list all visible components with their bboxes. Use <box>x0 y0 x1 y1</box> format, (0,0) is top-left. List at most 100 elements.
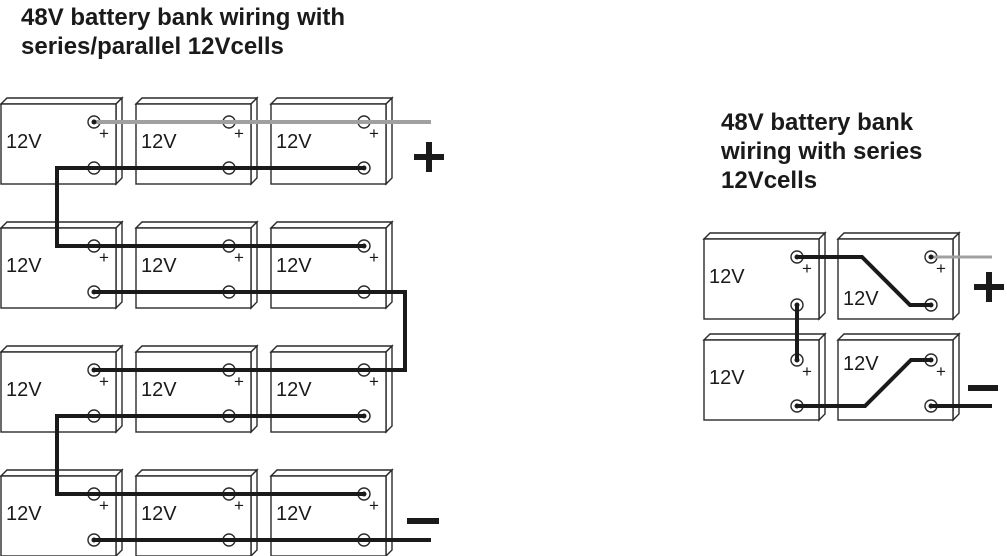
battery-top-face <box>836 232 961 240</box>
wire-junction <box>928 254 934 260</box>
positive-terminal-mark: + <box>802 259 812 278</box>
wire-junction <box>91 119 97 125</box>
polarity-markers <box>407 142 1004 524</box>
wire-junction <box>361 165 367 171</box>
positive-terminal-mark: + <box>936 259 946 278</box>
battery-top-face <box>134 221 259 229</box>
battery-top-face <box>702 333 827 341</box>
battery-voltage-label: 12V <box>6 131 42 153</box>
battery-top-face <box>269 221 394 229</box>
battery-top-face <box>134 469 259 477</box>
battery-side-face <box>115 344 123 434</box>
battery: 12V + <box>0 344 124 434</box>
positive-terminal-mark: + <box>369 372 379 391</box>
series-link-row1-row2 <box>55 166 364 248</box>
left-bank-batteries: 12V +12V +12V +12V +12V +12V +12V +12V +12V +12V +… <box>0 96 394 556</box>
positive-output-symbol-left <box>414 142 444 172</box>
wire-junction <box>794 302 800 308</box>
battery-top-face <box>269 97 394 105</box>
series-link-A-B <box>797 255 931 307</box>
wire-junction <box>928 302 934 308</box>
battery-top-face <box>134 97 259 105</box>
battery-voltage-label: 12V <box>276 131 312 153</box>
battery-side-face <box>952 231 960 321</box>
wire-junction <box>794 254 800 260</box>
battery-voltage-label: 12V <box>141 379 177 401</box>
battery: 12V + <box>0 468 124 556</box>
wire-junction <box>928 357 934 363</box>
battery: 12V + <box>269 468 394 556</box>
battery: 12V + <box>269 96 394 186</box>
battery-top-face <box>836 333 961 341</box>
plus-vertical-bar <box>426 142 432 172</box>
battery-side-face <box>115 220 123 310</box>
positive-output-symbol-right <box>974 272 1004 302</box>
battery-voltage-label: 12V <box>6 379 42 401</box>
wire-junction <box>794 357 800 363</box>
positive-terminal-mark: + <box>369 248 379 267</box>
battery-voltage-label: 12V <box>276 255 312 277</box>
battery-voltage-label: 12V <box>141 255 177 277</box>
battery: 12V + <box>0 96 124 186</box>
positive-terminal-mark: + <box>234 248 244 267</box>
battery-side-face <box>385 220 393 310</box>
battery-top-face <box>269 469 394 477</box>
battery: 12V + <box>269 344 394 434</box>
battery-voltage-label: 12V <box>276 379 312 401</box>
battery: 12V + <box>0 220 124 310</box>
battery-voltage-label: 12V <box>709 367 745 389</box>
battery-top-face <box>0 97 124 105</box>
positive-terminal-mark: + <box>99 248 109 267</box>
series-link-row3-row4 <box>55 414 364 496</box>
battery: 12V + <box>134 96 259 186</box>
positive-terminal-mark: + <box>234 496 244 515</box>
battery-side-face <box>250 344 258 434</box>
battery-side-face <box>115 96 123 186</box>
wire-junction <box>928 403 934 409</box>
battery-voltage-label: 12V <box>843 288 879 310</box>
battery-voltage-label: 12V <box>276 503 312 525</box>
right-diagram-title: 48V battery bank wiring with series 12Vc… <box>721 109 923 194</box>
wire-junction <box>361 243 367 249</box>
battery-top-face <box>702 232 827 240</box>
battery-side-face <box>115 468 123 556</box>
wire-junction <box>794 403 800 409</box>
wire-junction <box>361 491 367 497</box>
positive-terminal-mark: + <box>99 124 109 143</box>
plus-vertical-bar <box>986 272 992 302</box>
battery-voltage-label: 12V <box>6 503 42 525</box>
battery-side-face <box>385 344 393 434</box>
battery-side-face <box>250 96 258 186</box>
right-bank-batteries: 12V+12V+12V+12V+ <box>702 231 961 422</box>
battery-voltage-label: 12V <box>141 131 177 153</box>
series-link-C-D <box>797 358 931 408</box>
wire-junction <box>91 289 97 295</box>
battery-top-face <box>0 469 124 477</box>
battery-top-face <box>0 221 124 229</box>
battery: 12V + <box>836 231 961 321</box>
wire-junction <box>361 413 367 419</box>
positive-terminal-mark: + <box>234 372 244 391</box>
positive-terminal-mark: + <box>99 496 109 515</box>
battery-voltage-label: 12V <box>141 503 177 525</box>
battery-top-face <box>269 345 394 353</box>
negative-output-symbol-right <box>968 385 998 391</box>
positive-terminal-mark: + <box>99 372 109 391</box>
positive-terminal-mark: + <box>369 496 379 515</box>
battery-side-face <box>385 468 393 556</box>
battery-voltage-label: 12V <box>6 255 42 277</box>
wires <box>55 119 992 543</box>
battery: 12V + <box>702 231 827 321</box>
left-diagram-title: 48V battery bank wiring with series/para… <box>21 4 346 60</box>
battery: 12V + <box>134 468 259 556</box>
battery-top-face <box>0 345 124 353</box>
wire-junction <box>91 537 97 543</box>
positive-terminal-mark: + <box>802 362 812 381</box>
negative-output-symbol-left <box>407 518 439 524</box>
positive-terminal-mark: + <box>234 124 244 143</box>
battery-voltage-label: 12V <box>709 266 745 288</box>
battery-side-face <box>250 220 258 310</box>
positive-terminal-mark: + <box>369 124 379 143</box>
battery: 12V + <box>134 220 259 310</box>
